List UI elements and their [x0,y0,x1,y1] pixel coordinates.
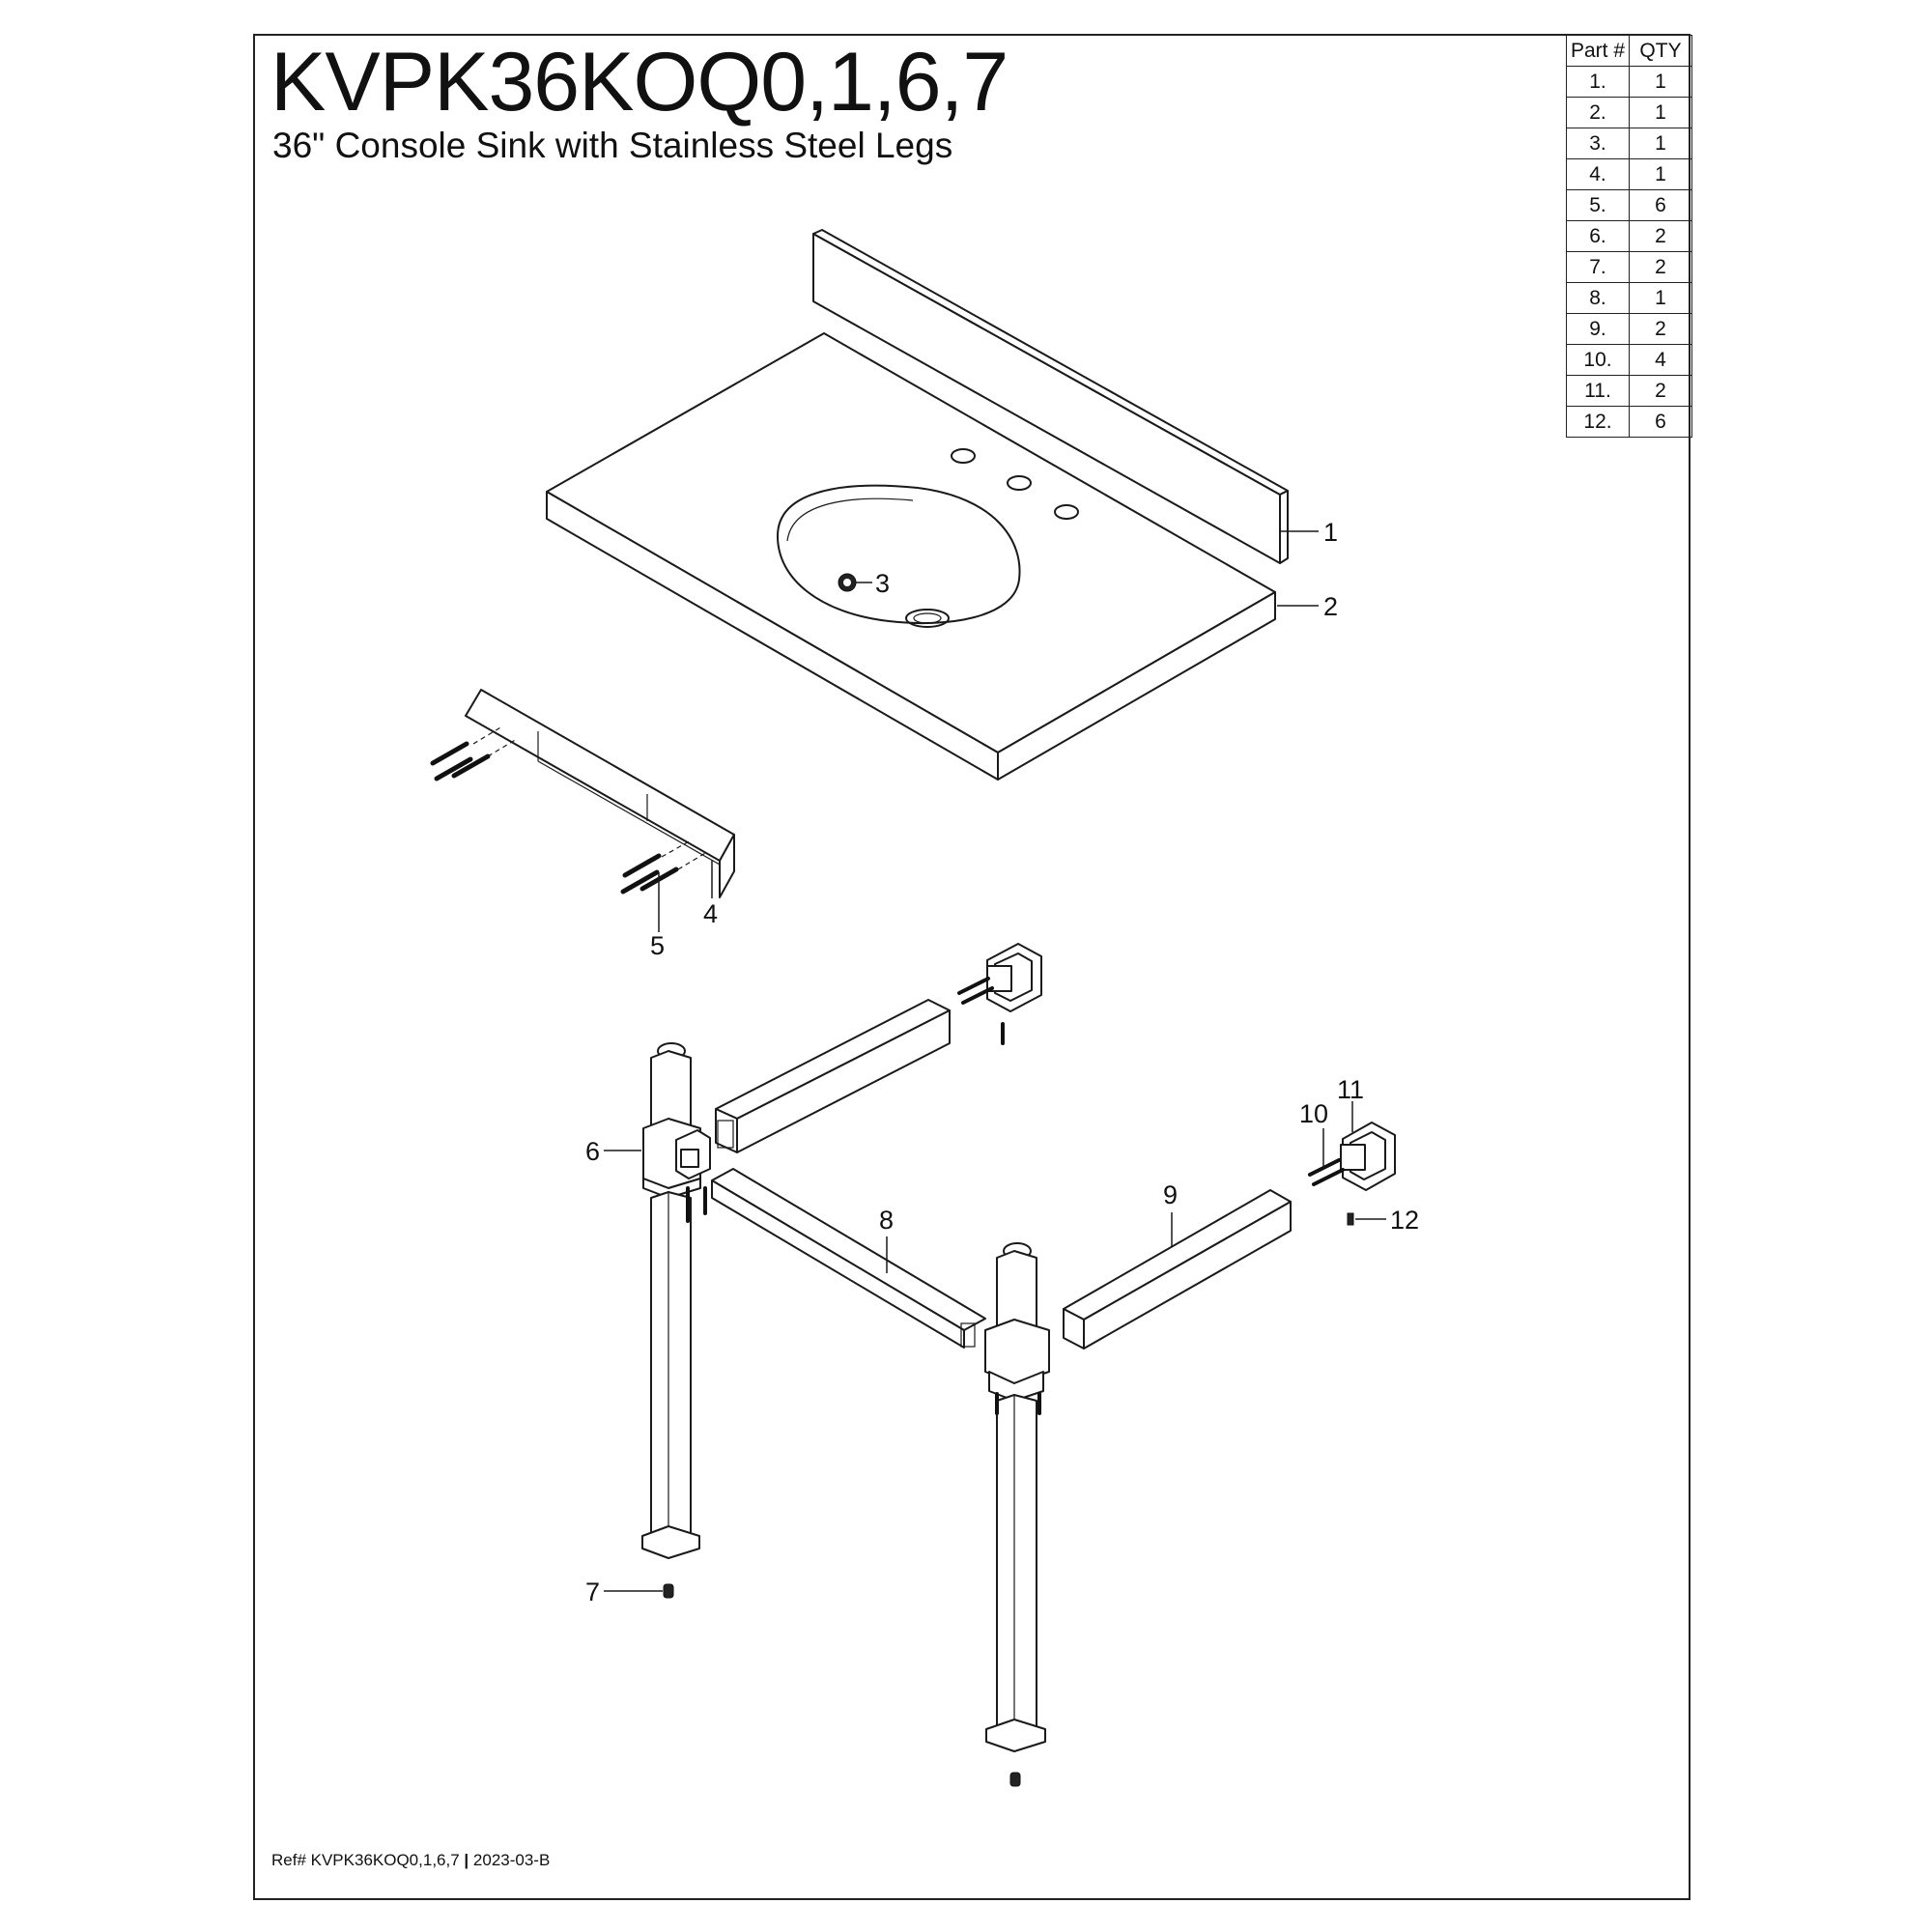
quantity-cell: 2 [1629,251,1692,283]
quantity-cell: 4 [1629,344,1692,376]
table-row: 12.6 [1566,406,1692,438]
right-wall-mount-part [1340,1122,1396,1191]
svg-text:11: 11 [1337,1075,1364,1104]
countertop-part [546,332,1276,781]
table-row: 2.1 [1566,97,1692,128]
front-rail-part [711,1168,986,1349]
part-number-cell: 9. [1566,313,1630,345]
callout-2: 2 [1277,592,1338,621]
svg-text:4: 4 [703,899,718,928]
reference-number: Ref# KVPK36KOQ0,1,6,7 [271,1851,460,1869]
wall-bracket-part [465,689,735,898]
part-number-header: Part # [1566,35,1630,67]
svg-text:9: 9 [1163,1180,1178,1209]
svg-text:10: 10 [1299,1099,1328,1128]
quantity-header: QTY [1629,35,1692,67]
callout-7: 7 [585,1577,663,1606]
faucet-holes [951,448,1079,520]
side-rail-part [1063,1189,1292,1350]
callout-10: 10 [1299,1099,1328,1167]
svg-text:7: 7 [585,1577,600,1606]
table-row: 6.2 [1566,220,1692,252]
table-row: 10.4 [1566,344,1692,376]
callout-4: 4 [703,860,718,928]
callout-8: 8 [879,1206,894,1273]
part-number-cell: 10. [1566,344,1630,376]
part-number-cell: 5. [1566,189,1630,221]
upper-rail [715,999,951,1153]
table-row: 5.6 [1566,189,1692,221]
quantity-cell: 2 [1629,313,1692,345]
svg-text:8: 8 [879,1206,894,1235]
model-number-title: KVPK36KOQ0,1,6,7 [270,36,1009,128]
quantity-cell: 2 [1629,220,1692,252]
left-leg [641,1042,701,1599]
reference-separator: | [464,1851,469,1869]
svg-text:3: 3 [875,569,890,598]
part-number-cell: 6. [1566,220,1630,252]
callout-1: 1 [1280,518,1338,547]
svg-text:5: 5 [650,931,665,960]
table-row: 3.1 [1566,128,1692,159]
revision-code: 2023-03-B [472,1851,551,1869]
overflow-ring-part [838,573,857,592]
svg-text:1: 1 [1323,518,1338,547]
quantity-cell: 1 [1629,158,1692,190]
right-leg [984,1242,1050,1787]
svg-text:12: 12 [1390,1206,1419,1235]
quantity-cell: 6 [1629,189,1692,221]
set-screw-part [1347,1212,1354,1226]
reference-footer: Ref# KVPK36KOQ0,1,6,7 | 2023-03-B [271,1851,550,1870]
callout-3: 3 [856,569,890,598]
parts-table-header-row: Part # QTY [1566,35,1692,67]
quantity-cell: 1 [1629,282,1692,314]
quantity-cell: 1 [1629,97,1692,128]
backsplash-part [812,229,1289,564]
parts-quantity-table: Part # QTY 1.1 2.1 3.1 4.1 5.6 6.2 7.2 8… [1566,35,1692,438]
drawing-border [253,34,1690,1900]
part-number-cell: 3. [1566,128,1630,159]
mount-screws-part [1308,1158,1345,1186]
table-row: 4.1 [1566,158,1692,190]
svg-text:6: 6 [585,1137,600,1166]
left-corner-bracket [675,1129,711,1223]
product-subtitle: 36" Console Sink with Stainless Steel Le… [272,126,953,165]
callout-5: 5 [650,872,665,960]
back-wall-mount [957,943,1042,1045]
table-row: 9.2 [1566,313,1692,345]
table-row: 11.2 [1566,375,1692,407]
callout-6: 6 [585,1137,641,1166]
callout-12: 12 [1355,1206,1419,1235]
sink-basin [776,484,1021,628]
part-number-cell: 12. [1566,406,1630,438]
svg-text:2: 2 [1323,592,1338,621]
callout-11: 11 [1337,1075,1364,1132]
quantity-cell: 6 [1629,406,1692,438]
callout-9: 9 [1163,1180,1178,1246]
